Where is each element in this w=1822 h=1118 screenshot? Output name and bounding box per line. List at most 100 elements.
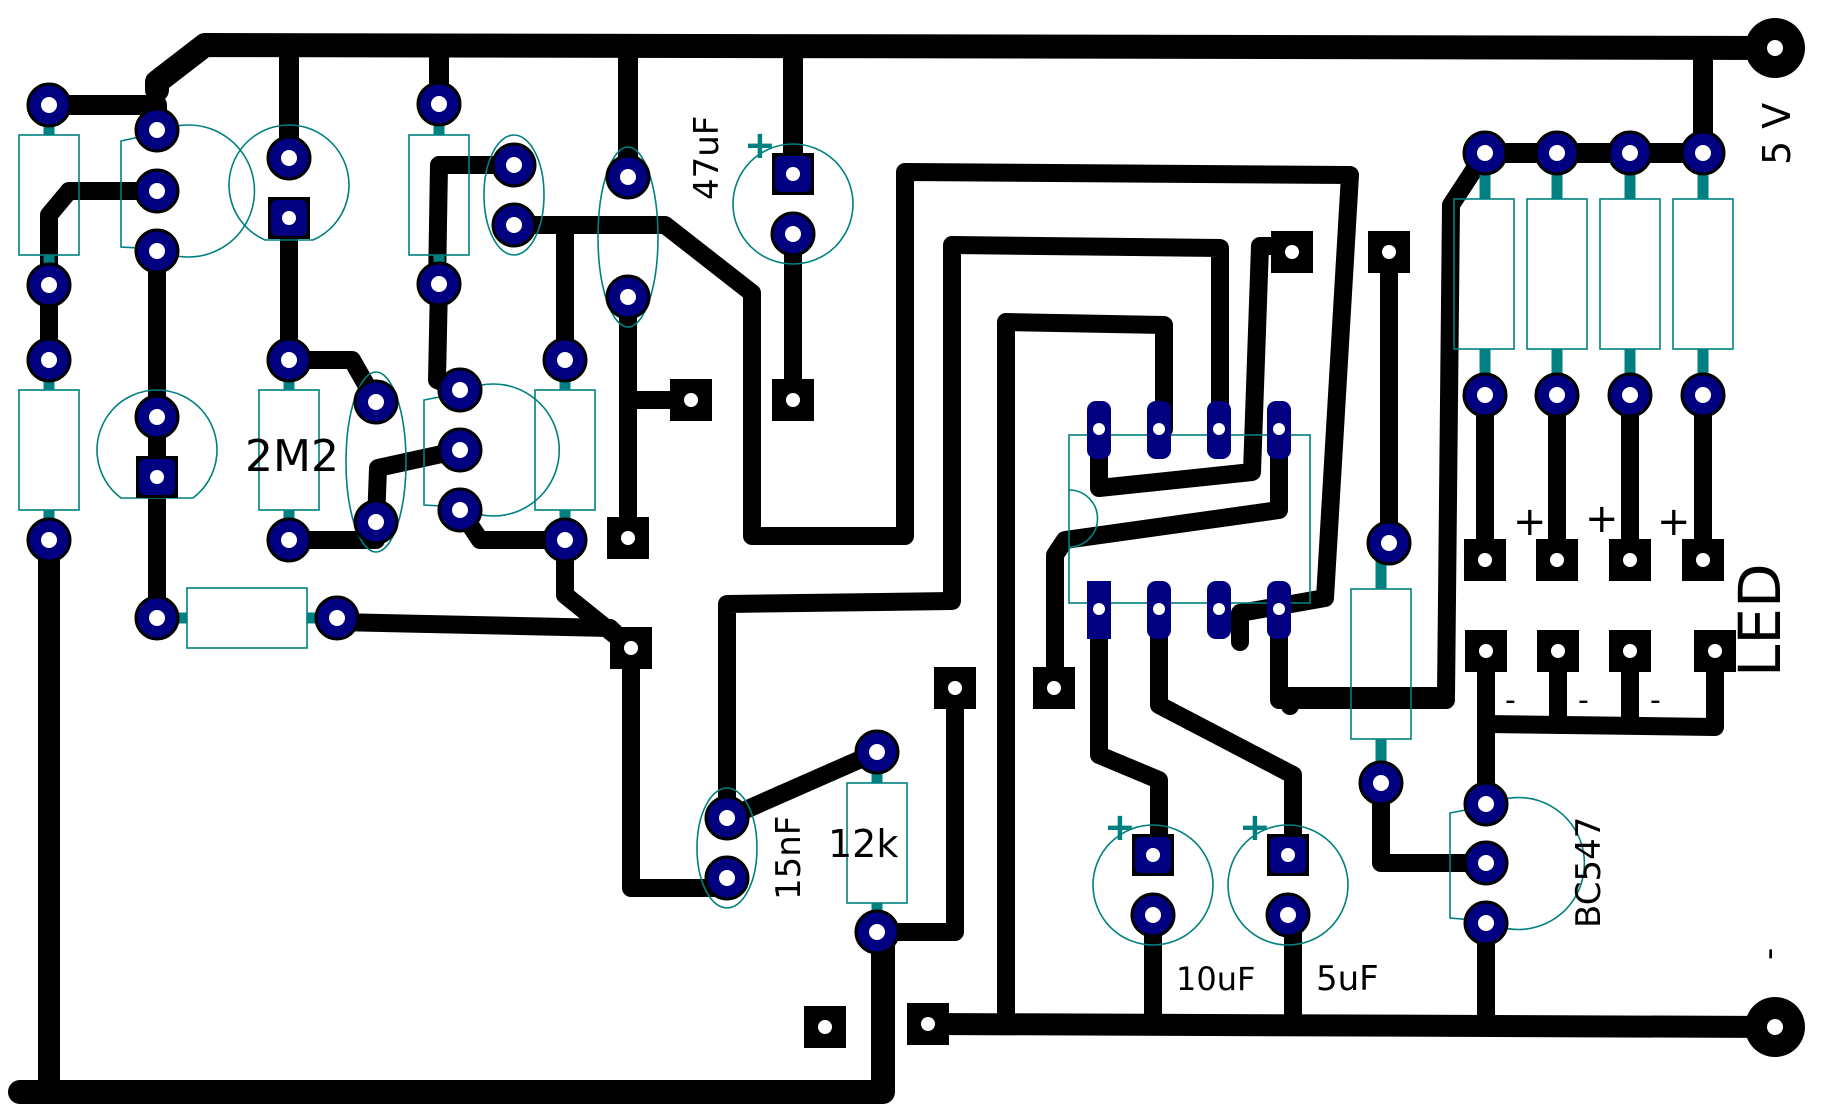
trace [1090, 600, 1168, 864]
round-pad [1462, 130, 1508, 176]
led-outline [228, 124, 350, 241]
resistor-outline [1526, 198, 1588, 350]
round-pad [542, 517, 588, 563]
round-pad [1607, 372, 1653, 418]
ic-pin-pad [1147, 401, 1171, 459]
round-pad [266, 337, 312, 383]
led-cathode-pad [136, 456, 178, 498]
connector-pad [1537, 630, 1579, 672]
round-pad [1462, 372, 1508, 418]
label-15nf: 15nF [769, 816, 809, 900]
round-pad [314, 595, 360, 641]
connector-pad [607, 517, 649, 559]
round-pad [1463, 900, 1509, 946]
trace [718, 743, 886, 827]
round-pad [266, 517, 312, 563]
polarity-plus-47uf: + [744, 123, 776, 167]
electrolytic-outline [1092, 824, 1214, 946]
label-bc547: BC547 [1569, 817, 1609, 928]
round-pad [437, 487, 483, 533]
round-pad [266, 135, 312, 181]
led-minus-1: - [1505, 683, 1516, 718]
round-pad [1366, 520, 1412, 566]
ic-pin-pad [1087, 401, 1111, 459]
resistor-outline [1599, 198, 1661, 350]
round-pad [134, 394, 180, 440]
round-pad [1130, 892, 1176, 938]
round-pad [134, 228, 180, 274]
round-pad [1358, 760, 1404, 806]
round-pad [605, 274, 651, 320]
transistor-outline [1449, 796, 1586, 931]
trace-ground-bottom [8, 920, 895, 1104]
connector-pad [1368, 231, 1410, 273]
round-pad [437, 427, 483, 473]
round-pad [1463, 840, 1509, 886]
capacitor-outline [696, 787, 758, 909]
trace [1270, 600, 1455, 709]
round-pad [1534, 372, 1580, 418]
electrolytic-outline [1227, 824, 1349, 946]
label-2m2: 2M2 [245, 431, 339, 482]
round-pad [491, 202, 537, 248]
connector-pad [1682, 539, 1724, 581]
round-pad [704, 855, 750, 901]
pads [26, 18, 1805, 1057]
connector-pad [1271, 231, 1313, 273]
connector-pad [610, 627, 652, 669]
round-pad [353, 379, 399, 425]
cap-positive-pad [772, 153, 814, 195]
label-12k: 12k [828, 822, 898, 866]
round-pad [353, 499, 399, 545]
label-ground: - [1749, 948, 1789, 960]
connector-pad [1464, 539, 1506, 581]
led-minus-2: - [1578, 683, 1589, 718]
transistor-outline [120, 124, 256, 258]
round-pad [1265, 892, 1311, 938]
round-pad [134, 168, 180, 214]
label-5v: 5 V [1755, 103, 1799, 165]
led-outline [96, 389, 218, 499]
round-pad [491, 142, 537, 188]
connector-pad [1033, 667, 1075, 709]
ic-pin-pad [1207, 581, 1231, 639]
round-pad [416, 81, 462, 127]
round-pad [134, 595, 180, 641]
ground-terminal[interactable] [1745, 997, 1805, 1057]
vcc-terminal[interactable] [1745, 18, 1805, 78]
trace [1046, 420, 1288, 697]
round-pad [605, 154, 651, 200]
round-pad [770, 211, 816, 257]
label-10uf: 10uF [1176, 960, 1255, 998]
trace-vcc-rail [145, 33, 1787, 102]
ic-pin-pad [1267, 401, 1291, 459]
ic-pin-pad [1207, 401, 1231, 459]
connector-pad [1465, 630, 1507, 672]
ic-pin-pad [1267, 581, 1291, 639]
trace [997, 313, 1173, 1029]
connector-pad [1536, 539, 1578, 581]
round-pad [134, 107, 180, 153]
ic-notch [1068, 489, 1099, 548]
round-pad [1534, 130, 1580, 176]
transistor-outline [423, 383, 560, 517]
trace [868, 679, 964, 941]
led-plus-2: + [1513, 499, 1547, 545]
resistor-outline [186, 587, 308, 649]
connector-pad [772, 379, 814, 421]
trace [1150, 600, 1302, 864]
capacitor-outline [345, 371, 407, 553]
capacitor-outline [483, 134, 545, 256]
resistor-outline [18, 389, 80, 511]
round-pad [854, 729, 900, 775]
resistor-outline [1672, 198, 1734, 350]
round-pad [854, 909, 900, 955]
round-pad [26, 262, 72, 308]
trace [718, 236, 1229, 827]
led-minus-3: - [1650, 683, 1661, 718]
resistor-outline [1350, 588, 1412, 740]
connector-pad [907, 1003, 949, 1045]
cap-positive-pad [1267, 834, 1309, 876]
connector-pad [1609, 630, 1651, 672]
